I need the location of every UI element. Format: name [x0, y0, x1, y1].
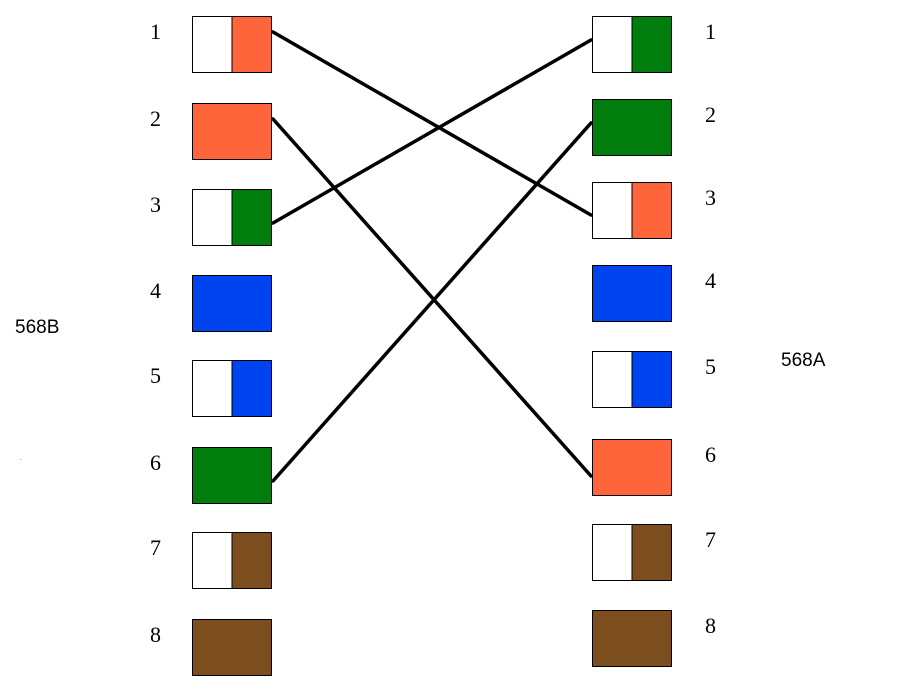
left-pin-5: 5 [150, 360, 272, 417]
left-pin-number: 7 [150, 535, 161, 560]
right-pin-outline [592, 439, 672, 496]
right-pin-number: 1 [705, 19, 716, 44]
right-pin-number: 5 [705, 354, 716, 379]
right-standard-label: 568A [781, 350, 826, 371]
right-pin-color-solid [592, 99, 672, 156]
right-pin-color-white [592, 524, 632, 581]
left-pin-number: 1 [150, 19, 161, 44]
right-pin-number: 3 [705, 185, 716, 210]
left-pin-outline [192, 619, 272, 676]
left-pin-7: 7 [150, 532, 272, 589]
right-pin-number: 4 [705, 268, 716, 293]
left-pin-color-solid [192, 619, 272, 676]
right-pin-5: 5 [592, 351, 716, 408]
right-pin-color-solid [592, 610, 672, 667]
right-pin-color-solid [592, 265, 672, 322]
left-pin-outline [192, 16, 272, 73]
left-pin-outline [192, 275, 272, 332]
left-pin-4: 4 [150, 275, 272, 332]
right-pin-8: 8 [592, 610, 716, 667]
right-pin-1: 1 [592, 16, 716, 73]
left-pin-outline [192, 189, 272, 246]
right-pin-color-stripe [632, 16, 672, 73]
left-connector-568b: 1 2 3 4 5 6 7 8 [150, 16, 272, 676]
left-pin-number: 3 [150, 192, 161, 217]
right-pin-color-white [592, 16, 632, 73]
right-pin-number: 6 [705, 442, 716, 467]
stray-dot [20, 459, 21, 460]
left-pin-outline [192, 532, 272, 589]
left-pin-color-stripe [232, 16, 272, 73]
left-pin-color-stripe [232, 360, 272, 417]
right-pin-color-stripe [632, 351, 672, 408]
right-pin-number: 2 [705, 102, 716, 127]
left-pin-8: 8 [150, 619, 272, 676]
left-pin-2: 2 [150, 103, 272, 160]
left-pin-outline [192, 360, 272, 417]
right-connector-568a: 1 2 3 4 5 6 7 8 [592, 16, 716, 667]
right-pin-outline [592, 610, 672, 667]
left-pin-color-stripe [232, 189, 272, 246]
right-pin-outline [592, 182, 672, 239]
left-pin-number: 4 [150, 278, 161, 303]
left-pin-number: 5 [150, 363, 161, 388]
left-pin-color-solid [192, 275, 272, 332]
left-pin-color-white [192, 360, 232, 417]
crossover-wires [271, 30, 593, 483]
right-pin-outline [592, 99, 672, 156]
right-pin-color-white [592, 351, 632, 408]
left-pin-number: 8 [150, 622, 161, 647]
right-pin-outline [592, 16, 672, 73]
left-pin-color-white [192, 189, 232, 246]
left-pin-color-white [192, 16, 232, 73]
wire-1-to-3 [271, 30, 593, 217]
right-pin-6: 6 [592, 439, 716, 496]
right-pin-outline [592, 524, 672, 581]
left-pin-number: 2 [150, 106, 161, 131]
left-pin-6: 6 [150, 447, 272, 504]
right-pin-color-stripe [632, 524, 672, 581]
right-pin-outline [592, 351, 672, 408]
wire-2-to-6 [271, 117, 593, 478]
right-pin-7: 7 [592, 524, 716, 581]
right-pin-2: 2 [592, 99, 716, 156]
left-pin-color-solid [192, 447, 272, 504]
left-pin-outline [192, 447, 272, 504]
right-pin-color-stripe [632, 182, 672, 239]
right-pin-color-solid [592, 439, 672, 496]
left-pin-number: 6 [150, 450, 161, 475]
left-pin-1: 1 [150, 16, 272, 73]
left-pin-outline [192, 103, 272, 160]
right-pin-number: 7 [705, 527, 716, 552]
wire-6-to-2 [271, 121, 593, 483]
left-pin-color-stripe [232, 532, 272, 589]
right-pin-outline [592, 265, 672, 322]
right-pin-number: 8 [705, 613, 716, 638]
wire-3-to-1 [271, 38, 593, 225]
right-pin-3: 3 [592, 182, 716, 239]
left-pin-3: 3 [150, 189, 272, 246]
right-pin-color-white [592, 182, 632, 239]
right-pin-4: 4 [592, 265, 716, 322]
left-pin-color-solid [192, 103, 272, 160]
left-standard-label: 568B [15, 317, 59, 338]
left-pin-color-white [192, 532, 232, 589]
